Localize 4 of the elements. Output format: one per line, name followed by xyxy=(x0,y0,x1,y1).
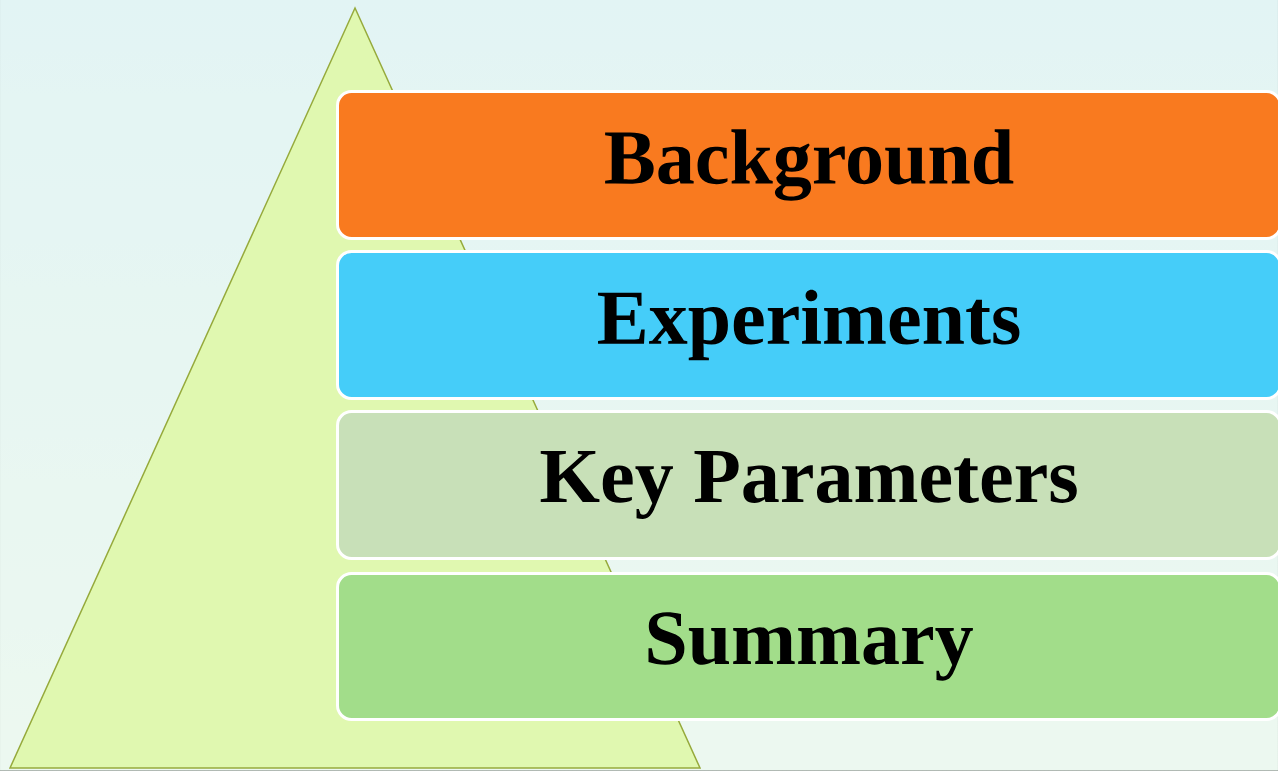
section-box: Key Parameters xyxy=(336,410,1278,560)
section-box: Background xyxy=(336,90,1278,240)
section-box: Summary xyxy=(336,572,1278,721)
section-box: Experiments xyxy=(336,250,1278,400)
